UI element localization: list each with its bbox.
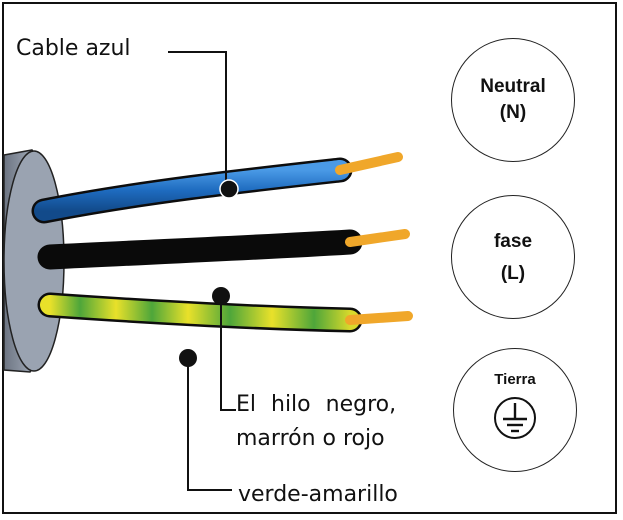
earth-title: Tierra [494,371,536,388]
blue-cable-label: Cable azul [16,36,131,61]
neutral-terminal: Neutral (N) [451,38,575,162]
black-wire-label: El hilo negro, marrón o rojo [236,388,396,456]
phase-symbol: (L) [500,263,526,284]
green-yellow-label: verde-amarillo [238,482,398,507]
neutral-symbol: (N) [499,102,527,123]
phase-terminal: fase (L) [451,195,575,319]
green-yellow-wire [37,292,413,333]
neutral-title: Neutral [480,76,546,97]
phase-title: fase [493,231,533,252]
black-wire [37,229,410,270]
leader-black-wire [212,287,236,411]
leader-blue-cable [168,51,239,199]
black-wire-label-line1: El hilo negro, [236,392,397,417]
earth-terminal: Tierra [453,348,577,472]
black-wire-label-line2: marrón o rojo [236,426,385,451]
blue-wire [31,152,403,224]
ground-icon [494,397,536,439]
leader-green-yellow [179,349,232,491]
